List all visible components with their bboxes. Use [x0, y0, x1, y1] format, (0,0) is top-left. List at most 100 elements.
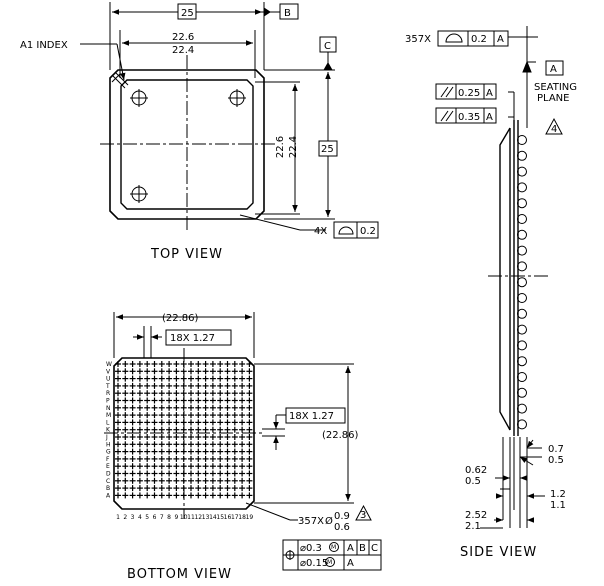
ball	[209, 412, 216, 419]
ball	[166, 448, 173, 455]
ball	[115, 375, 121, 382]
ball	[122, 368, 129, 375]
datum-c-label: C	[324, 41, 331, 52]
ball	[173, 492, 180, 499]
column-label: 18	[238, 514, 246, 521]
ball	[246, 426, 253, 433]
ball	[239, 463, 246, 470]
ball	[129, 397, 136, 404]
ball	[209, 485, 216, 492]
ball	[158, 463, 165, 470]
ball	[209, 361, 216, 367]
pitch-x-label: 18X 1.27	[170, 333, 215, 344]
ball	[166, 463, 173, 470]
ball	[246, 448, 253, 455]
ball	[173, 412, 180, 419]
ball	[246, 492, 253, 499]
ball	[158, 368, 165, 375]
ball	[173, 441, 180, 448]
ball	[239, 492, 246, 499]
ball	[173, 448, 180, 455]
ball	[202, 463, 209, 470]
ball	[151, 455, 158, 462]
dim3-min: 1.1	[550, 500, 566, 511]
ball	[246, 368, 253, 375]
ball	[115, 404, 121, 411]
ball	[180, 448, 187, 455]
ball	[158, 485, 165, 492]
ball	[173, 485, 180, 492]
ball	[202, 477, 209, 484]
ball	[166, 492, 173, 499]
ball	[151, 448, 158, 455]
ball	[115, 382, 121, 389]
ball	[231, 448, 238, 455]
ball	[144, 368, 151, 375]
ball	[166, 368, 173, 375]
ball	[231, 375, 238, 382]
dim3-max: 1.2	[550, 489, 566, 500]
ball	[144, 390, 151, 397]
ball	[129, 470, 136, 477]
ball	[136, 485, 143, 492]
ball	[129, 426, 136, 433]
ball	[180, 426, 187, 433]
ball	[144, 426, 151, 433]
ball	[136, 419, 143, 426]
seating-plane-line2: PLANE	[537, 93, 569, 104]
ball	[122, 434, 129, 440]
ball	[195, 477, 202, 484]
ball	[115, 448, 121, 455]
ball	[180, 390, 187, 397]
ball	[224, 419, 231, 426]
side-ball	[517, 229, 527, 240]
row-label: U	[106, 376, 110, 383]
ball	[195, 404, 202, 411]
ball	[209, 419, 216, 426]
ball	[115, 397, 121, 404]
ball	[209, 477, 216, 484]
ball	[209, 382, 216, 389]
ball	[224, 426, 231, 433]
ball	[136, 434, 143, 440]
ball	[202, 368, 209, 375]
ball	[158, 375, 165, 382]
ball	[188, 470, 194, 477]
ball	[231, 412, 238, 419]
ball	[239, 404, 246, 411]
ball	[129, 375, 136, 382]
ball	[188, 492, 194, 499]
side-ball	[517, 198, 527, 209]
ball	[173, 404, 180, 411]
ball	[195, 419, 202, 426]
bottom-view	[104, 312, 382, 571]
row-label: P	[106, 398, 110, 405]
ball	[246, 412, 253, 419]
ball	[144, 419, 151, 426]
ball	[217, 434, 224, 440]
ball	[209, 470, 216, 477]
parallel-datum-2: A	[486, 112, 493, 123]
tol-position-2: ⌀0.15	[300, 558, 328, 569]
ball	[217, 404, 224, 411]
ball	[180, 470, 187, 477]
ball	[209, 448, 216, 455]
ball	[217, 361, 224, 367]
ball	[188, 361, 194, 367]
ball	[158, 434, 165, 440]
ball	[173, 397, 180, 404]
ball	[136, 382, 143, 389]
ball	[129, 448, 136, 455]
row-label: B	[106, 485, 110, 492]
ball	[122, 361, 129, 367]
ball	[173, 434, 180, 440]
ball	[224, 390, 231, 397]
ball	[195, 492, 202, 499]
ball	[217, 397, 224, 404]
ball	[239, 361, 246, 367]
tol-m-1: M	[331, 544, 336, 551]
ball	[231, 419, 238, 426]
column-label: 9	[174, 514, 178, 521]
